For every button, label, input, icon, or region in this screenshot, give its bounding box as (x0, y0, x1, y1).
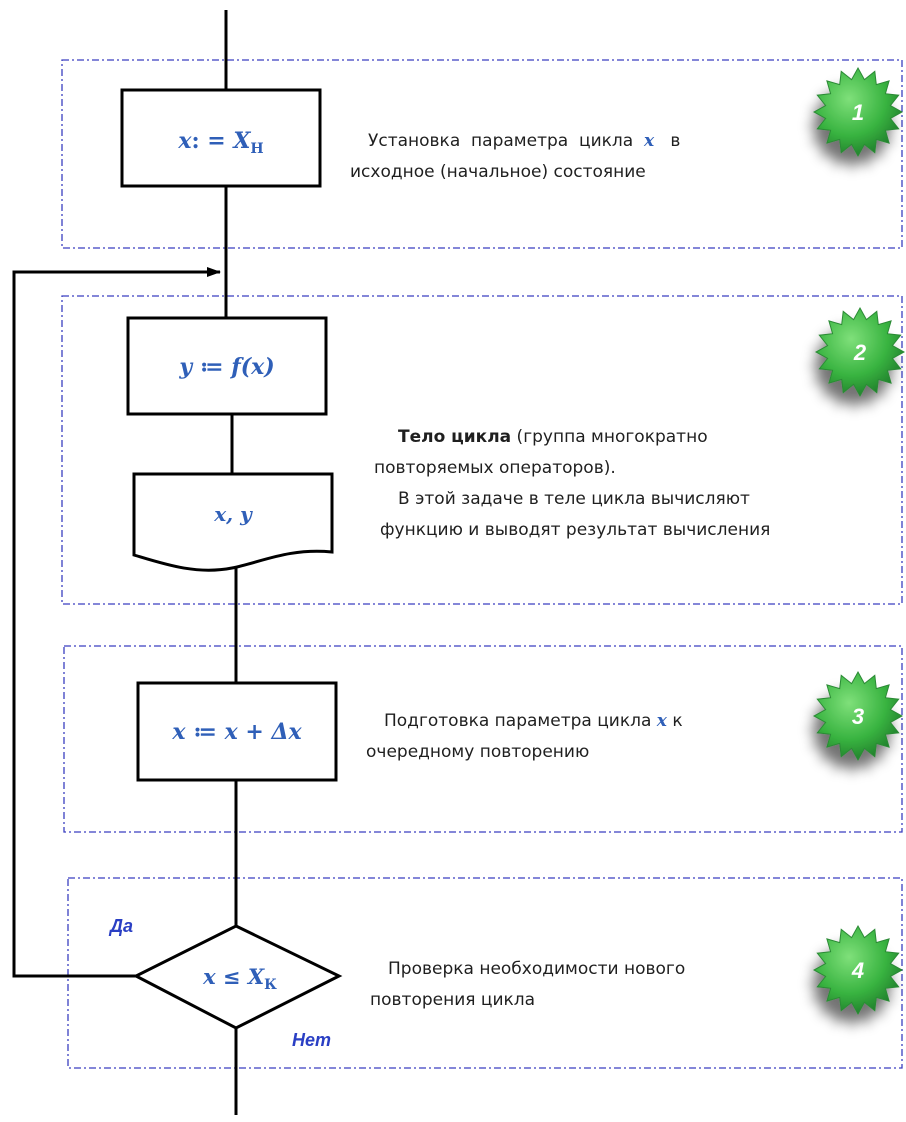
description-condition-line2: повторения цикла (370, 990, 536, 1010)
section-frame-4 (67, 877, 903, 1069)
description-condition-line1: Проверка необходимости нового (388, 959, 686, 979)
badge-2-icon: 2 (814, 306, 906, 398)
formula-increment: x ≔ x + Δx (171, 719, 302, 745)
description-body-title: Тело цикла (398, 427, 512, 447)
badge-1-icon: 1 (812, 66, 904, 158)
branch-label-yes: Да (110, 916, 134, 936)
svg-text:2: 2 (853, 340, 867, 365)
formula-init: x: = XН (177, 128, 263, 157)
section-frame-2 (61, 295, 903, 605)
process-block-increment (136, 681, 338, 782)
description-body-line3: В этой задаче в теле цикла вычисляют (398, 489, 750, 509)
description-condition: Проверка необходимости нового повторения… (370, 954, 810, 1016)
output-document-block (132, 472, 334, 572)
description-body-line1: (группа многократно (511, 427, 708, 447)
decision-block (132, 924, 343, 1030)
description-init-var: x (643, 131, 655, 151)
description-body-line2: повторяемых операторов). (374, 458, 616, 478)
section-frame-1 (61, 59, 903, 249)
description-init-line1-end: в (670, 131, 681, 151)
description-increment-line1: Подготовка параметра цикла (384, 711, 657, 731)
description-init: Установка параметра цикла x в исходное (… (350, 126, 790, 188)
description-increment-line1-end: к (666, 711, 683, 731)
badge-4-icon: 4 (812, 924, 904, 1016)
loop-back-line (12, 267, 221, 978)
formula-condition: x ≤ XК (202, 964, 277, 993)
description-increment-var: x (656, 711, 667, 731)
description-body-line4: функцию и выводят результат вычисления (380, 520, 771, 540)
description-init-line2: исходное (начальное) состояние (350, 162, 646, 182)
process-block-init (120, 88, 322, 188)
section-frame-3 (63, 645, 903, 833)
output-values: x, y (213, 502, 253, 526)
description-body: Тело цикла (группа многократно повторяем… (374, 422, 854, 546)
svg-text:4: 4 (851, 958, 864, 983)
svg-text:1: 1 (852, 100, 864, 125)
badge-3-icon: 3 (812, 670, 904, 762)
process-block-body (126, 316, 328, 416)
branch-label-no: Нет (292, 1030, 332, 1050)
description-increment: Подготовка параметра цикла x к очередном… (366, 706, 806, 768)
description-init-line1: Установка параметра цикла (368, 131, 644, 151)
formula-body: y ≔ f(x) (178, 354, 274, 380)
svg-text:3: 3 (852, 704, 864, 729)
description-increment-line2: очередному повторению (366, 742, 590, 762)
